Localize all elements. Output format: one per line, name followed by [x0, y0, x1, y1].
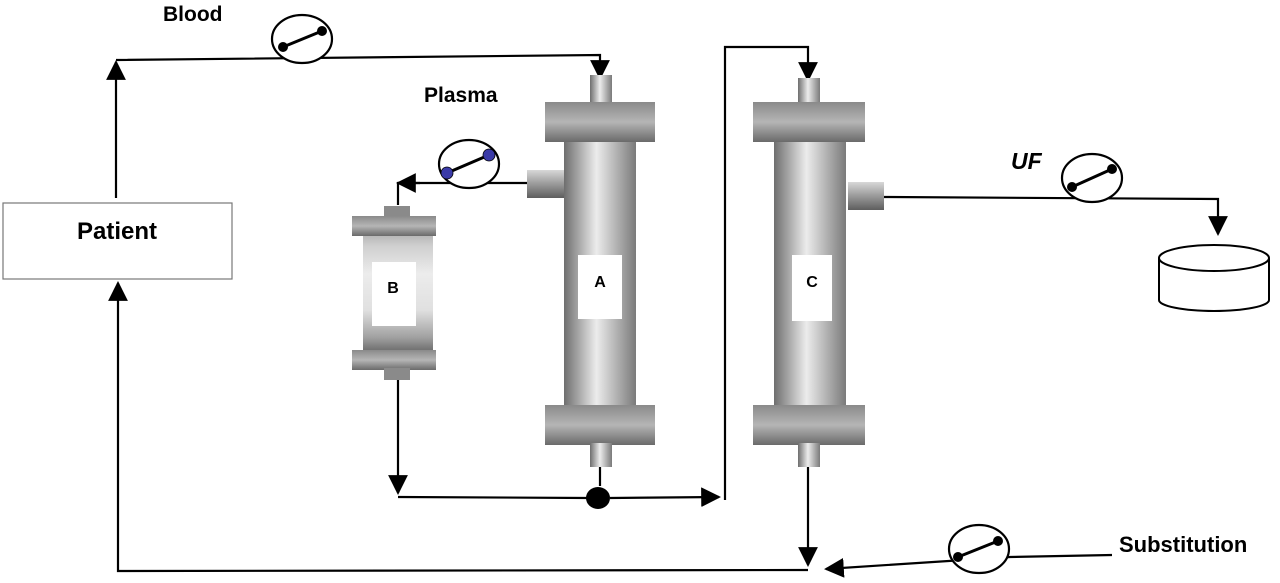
column-a: A — [527, 75, 655, 467]
junction-dot-icon — [586, 487, 610, 509]
column-b-label: B — [387, 280, 399, 297]
patient-label: Patient — [77, 218, 157, 245]
column-b: B — [352, 206, 436, 380]
blood-line — [115, 53, 610, 80]
column-c: C — [753, 78, 884, 467]
column-c-label: C — [806, 274, 818, 291]
substitution-line — [824, 553, 1113, 578]
blood-label: Blood — [163, 3, 222, 26]
substitution-label: Substitution — [1119, 532, 1247, 557]
uf-container-icon — [1158, 244, 1270, 312]
b-to-junction-line — [397, 495, 589, 500]
tubing — [106, 45, 1228, 578]
uf-label: UF — [1011, 148, 1043, 174]
plasma-pump-icon — [437, 138, 501, 190]
substitution-pump-icon — [947, 523, 1011, 575]
junction-to-c-line — [609, 487, 721, 508]
uf-line — [883, 195, 1228, 236]
return-line — [108, 281, 809, 573]
uf-pump-icon — [1060, 152, 1124, 204]
patient-box: Patient — [2, 202, 233, 280]
c-inflow-line — [723, 45, 818, 500]
plasma-label: Plasma — [424, 84, 498, 107]
column-a-label: A — [594, 274, 606, 291]
blood-pump-icon — [270, 13, 334, 65]
